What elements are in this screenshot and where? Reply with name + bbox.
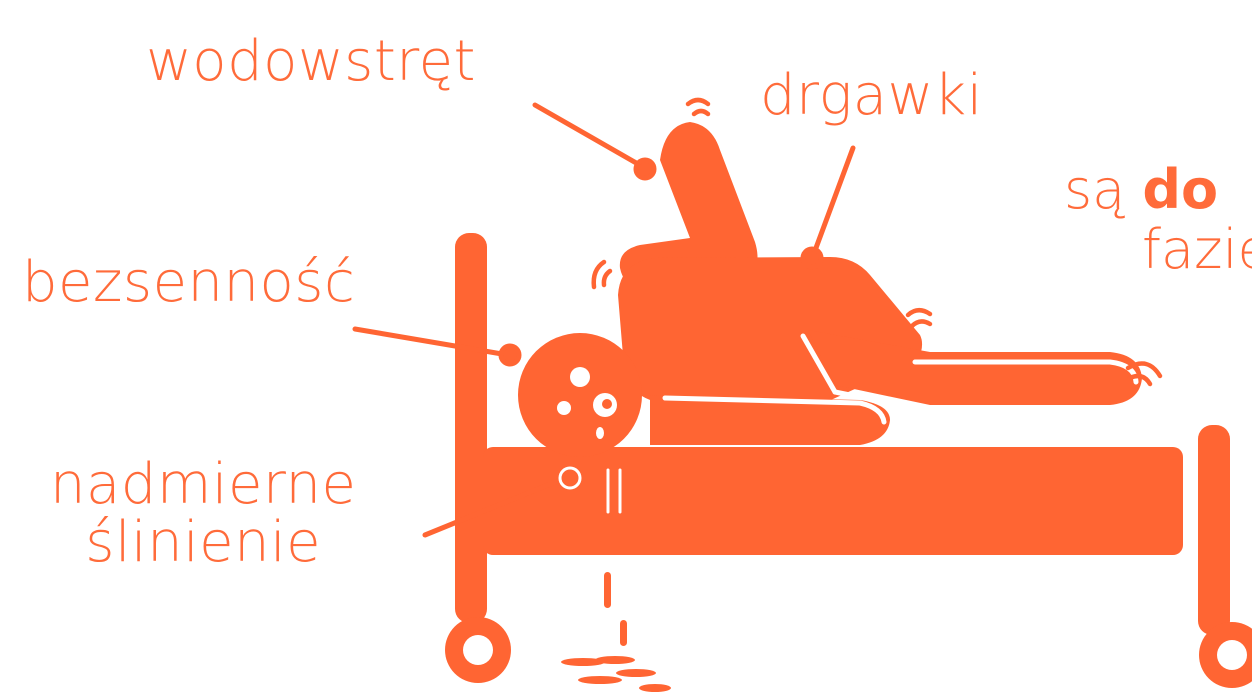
leg-upper: [808, 330, 1142, 405]
label-salivation: nadmierne ślinienie: [50, 457, 356, 571]
side-caption-line2: fazie: [1064, 220, 1252, 280]
label-insomnia: bezsenność: [22, 255, 355, 311]
side-caption: są do fazie: [1064, 160, 1252, 281]
pointer-drgawki: [813, 148, 853, 256]
mattress: [483, 447, 1183, 555]
side-caption-line1: są do: [1064, 158, 1218, 221]
label-convulsions: drgawki: [760, 68, 983, 124]
label-salivation-line2: ślinienie: [50, 515, 356, 571]
bed-post-right: [1198, 425, 1230, 635]
pointer-wodowstret: [535, 105, 645, 168]
side-caption-prefix: są: [1064, 158, 1142, 221]
bed-post-left: [455, 233, 487, 623]
head: [518, 333, 642, 457]
label-hydrophobia: wodowstręt: [146, 34, 476, 90]
label-salivation-line1: nadmierne: [50, 452, 356, 517]
side-caption-bold: do: [1142, 158, 1218, 221]
